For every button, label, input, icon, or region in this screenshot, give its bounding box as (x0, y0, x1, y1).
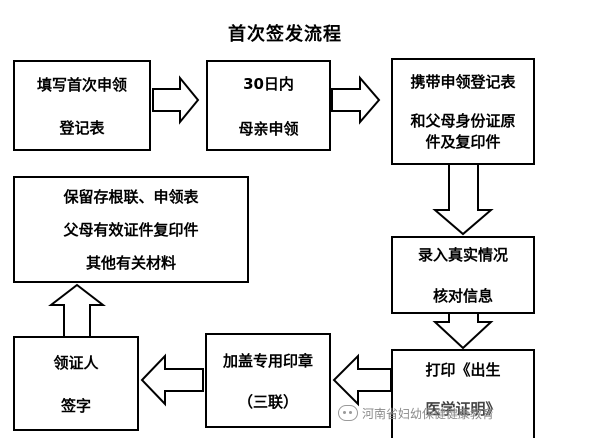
step-line: 领证人 (53, 353, 99, 372)
wechat-icon (338, 405, 358, 421)
step-mother-apply: 30日内 母亲申领 (206, 60, 331, 151)
step-line: 签字 (60, 396, 91, 415)
arrow-right-1 (152, 75, 200, 125)
step-line: 打印《出生 (425, 361, 501, 379)
arrow-right-2 (331, 75, 381, 125)
arrow-left-1 (332, 353, 392, 407)
step-recipient-sign: 领证人 签字 (13, 336, 139, 431)
step-stamp-seal: 加盖专用印章 （三联） (205, 333, 331, 428)
step-line: 30日内 (243, 74, 294, 93)
step-line: 父母有效证件复印件 (63, 221, 199, 239)
arrow-left-2 (140, 353, 204, 407)
step-fill-application: 填写首次申领 登记表 (13, 60, 151, 151)
step-line: 件及复印件 (425, 133, 501, 151)
step-line: （三联） (237, 392, 298, 411)
arrow-down-2 (432, 311, 494, 350)
step-line: 和父母身份证原 (410, 112, 516, 130)
step-keep-records: 保留存根联、申领表 父母有效证件复印件 其他有关材料 (13, 176, 249, 283)
step-line: 录入真实情况 (417, 246, 508, 264)
arrow-down-1 (432, 162, 494, 236)
step-line: 母亲申领 (238, 119, 299, 138)
step-print-certificate: 打印《出生 医学证明》 (391, 349, 535, 438)
arrow-up-1 (48, 283, 106, 339)
watermark-text: 河南省妇幼保健健康教育 (362, 406, 495, 421)
step-line: 其他有关材料 (85, 254, 176, 272)
step-line: 医学证明》 (425, 400, 501, 418)
step-line: 登记表 (59, 118, 105, 137)
step-line: 保留存根联、申领表 (63, 188, 199, 206)
step-line: 填写首次申领 (36, 75, 127, 94)
step-line: 核对信息 (432, 287, 493, 305)
step-line: 携带申领登记表 (410, 73, 516, 91)
watermark: 河南省妇幼保健健康教育 (338, 398, 583, 428)
step-line: 加盖专用印章 (222, 351, 313, 370)
step-bring-documents: 携带申领登记表 和父母身份证原 件及复印件 (391, 58, 535, 165)
diagram-title: 首次签发流程 (228, 24, 342, 45)
step-enter-verify: 录入真实情况 核对信息 (391, 236, 535, 314)
